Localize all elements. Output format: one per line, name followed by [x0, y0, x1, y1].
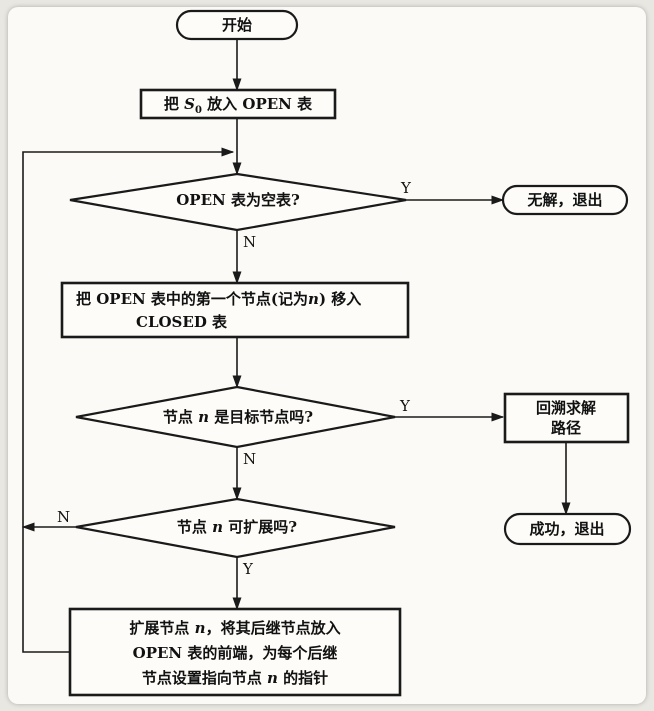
move-node-label-line2: CLOSED 表 [136, 313, 228, 331]
trace-path-label-line1: 回溯求解 [536, 399, 596, 417]
expandable-label: 节点 n 可扩展吗? [177, 518, 297, 536]
no-solution-label: 无解，退出 [526, 191, 602, 209]
flowchart-diagram: 开始 把 S0 放入 OPEN 表 OPEN 表为空表? Y N 无解，退出 把… [21, 9, 632, 697]
expand-label-line3: 节点设置指向节点 n 的指针 [142, 669, 328, 687]
open-empty-label: OPEN 表为空表? [176, 191, 300, 209]
success-label: 成功，退出 [529, 520, 604, 538]
expand-label-line2: OPEN 表的前端，为每个后继 [133, 644, 338, 662]
no-solution-terminal [501, 184, 629, 216]
put-s0-label: 把 S0 放入 OPEN 表 [164, 95, 313, 116]
is-goal-yes-label: Y [399, 397, 411, 415]
expandable-decision [75, 497, 396, 559]
expand-node-process [68, 607, 402, 697]
trace-path-process [503, 392, 630, 444]
move-node-process [60, 281, 410, 339]
flowchart-canvas: 开始 把 S0 放入 OPEN 表 OPEN 表为空表? Y N 无解，退出 把… [8, 7, 646, 704]
move-node-label-line1: 把 OPEN 表中的第一个节点(记为n) 移入 [76, 290, 361, 308]
start-label: 开始 [222, 16, 252, 34]
trace-path-label-line2: 路径 [551, 419, 581, 437]
expandable-yes-label: Y [242, 560, 254, 578]
is-goal-decision [75, 385, 396, 449]
open-empty-no-label: N [243, 233, 256, 251]
success-terminal [503, 512, 632, 546]
is-goal-label: 节点 n 是目标节点吗? [163, 408, 313, 426]
expandable-no-label: N [57, 508, 70, 526]
expand-label-line1: 扩展节点 n，将其后继节点放入 [129, 619, 340, 637]
is-goal-no-label: N [243, 450, 256, 468]
put-s0-process [139, 88, 337, 120]
open-empty-yes-label: Y [400, 179, 412, 197]
start-terminal [175, 9, 299, 41]
open-empty-decision [69, 172, 407, 232]
edge-loop-back [22, 147, 235, 653]
